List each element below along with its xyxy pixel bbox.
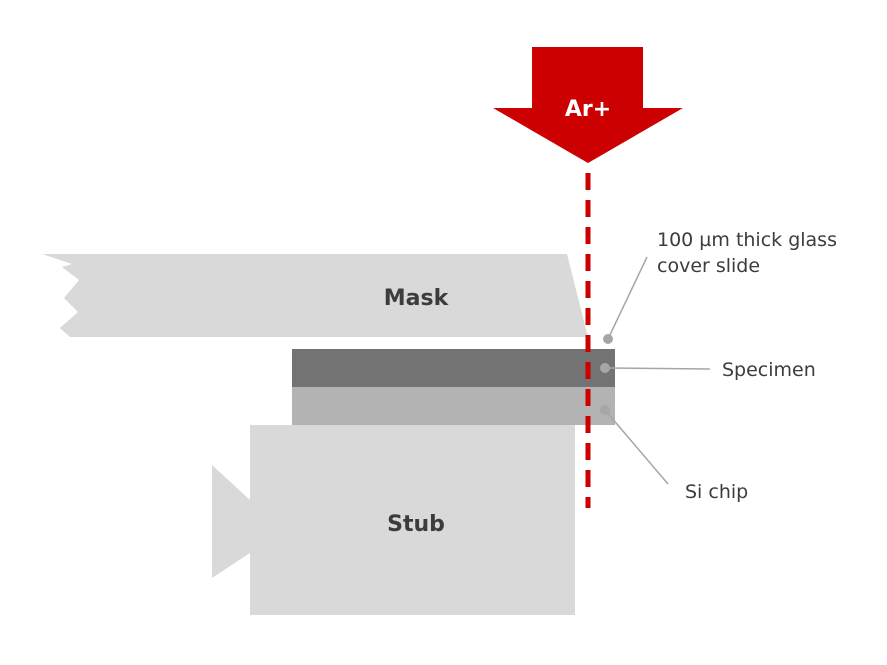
si-chip-leader-line [604, 409, 669, 485]
specimen-label: Specimen [722, 359, 816, 381]
si-chip-layer [292, 387, 615, 425]
mask-body [42, 254, 588, 337]
ion-label: Ar+ [565, 97, 611, 122]
stub-label: Stub [387, 512, 445, 537]
mask: Mask [42, 254, 588, 337]
stub: Stub [212, 425, 575, 615]
glass-cover-callout: 100 µm thick glass cover slide [603, 229, 837, 344]
mask-label: Mask [384, 286, 450, 311]
ion-beam-arrowhead [493, 47, 683, 163]
stub-body [250, 425, 575, 615]
specimen-leader-line [604, 367, 711, 370]
glass-leader-line [607, 256, 648, 340]
glass-label: 100 µm thick glass [657, 229, 837, 251]
specimen-callout: Specimen [600, 359, 816, 381]
specimen-marker-dot [600, 363, 610, 373]
specimen-layer [292, 349, 615, 387]
glass-marker-dot [603, 334, 613, 344]
si-chip-callout: Si chip [600, 405, 748, 503]
glass-label-line2: cover slide [657, 255, 760, 277]
stub-key-tab [212, 465, 250, 578]
ion-beam-arrow: Ar+ [493, 47, 683, 163]
si-chip-marker-dot [600, 405, 610, 415]
si-chip-label: Si chip [685, 481, 748, 503]
